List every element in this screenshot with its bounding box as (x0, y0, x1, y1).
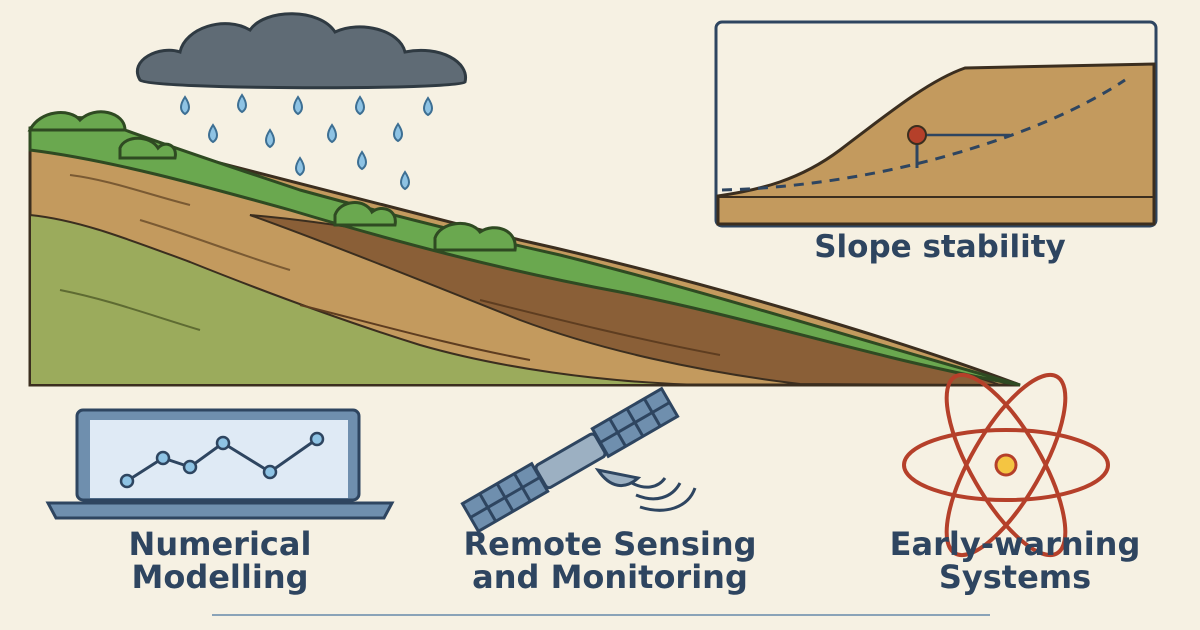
early-warning-label-line-1: Early-warning (889, 525, 1141, 563)
numerical-modelling-label-line-1: Numerical (128, 525, 312, 563)
numerical-modelling-label-line-2: Modelling (131, 557, 309, 596)
remote-sensing-label-line-1: Remote Sensing (463, 525, 757, 563)
landslide-hillside-icon (27, 110, 1021, 387)
numerical-modelling-label: Numerical Modelling (70, 528, 370, 593)
bottom-divider (212, 614, 990, 616)
slope-stability-label: Slope stability (814, 229, 1066, 265)
remote-sensing-label-line-2: and Monitoring (472, 557, 748, 596)
slope-stability-diagram (714, 20, 1158, 228)
rain-cloud-icon (136, 12, 467, 90)
early-warning-label-line-2: Systems (938, 557, 1092, 596)
early-warning-label: Early-warning Systems (845, 528, 1185, 593)
laptop-chart-icon (45, 408, 395, 520)
satellite-icon (460, 386, 697, 534)
raindrops (180, 93, 433, 191)
atom-icon (902, 372, 1110, 558)
remote-sensing-label: Remote Sensing and Monitoring (395, 528, 825, 593)
